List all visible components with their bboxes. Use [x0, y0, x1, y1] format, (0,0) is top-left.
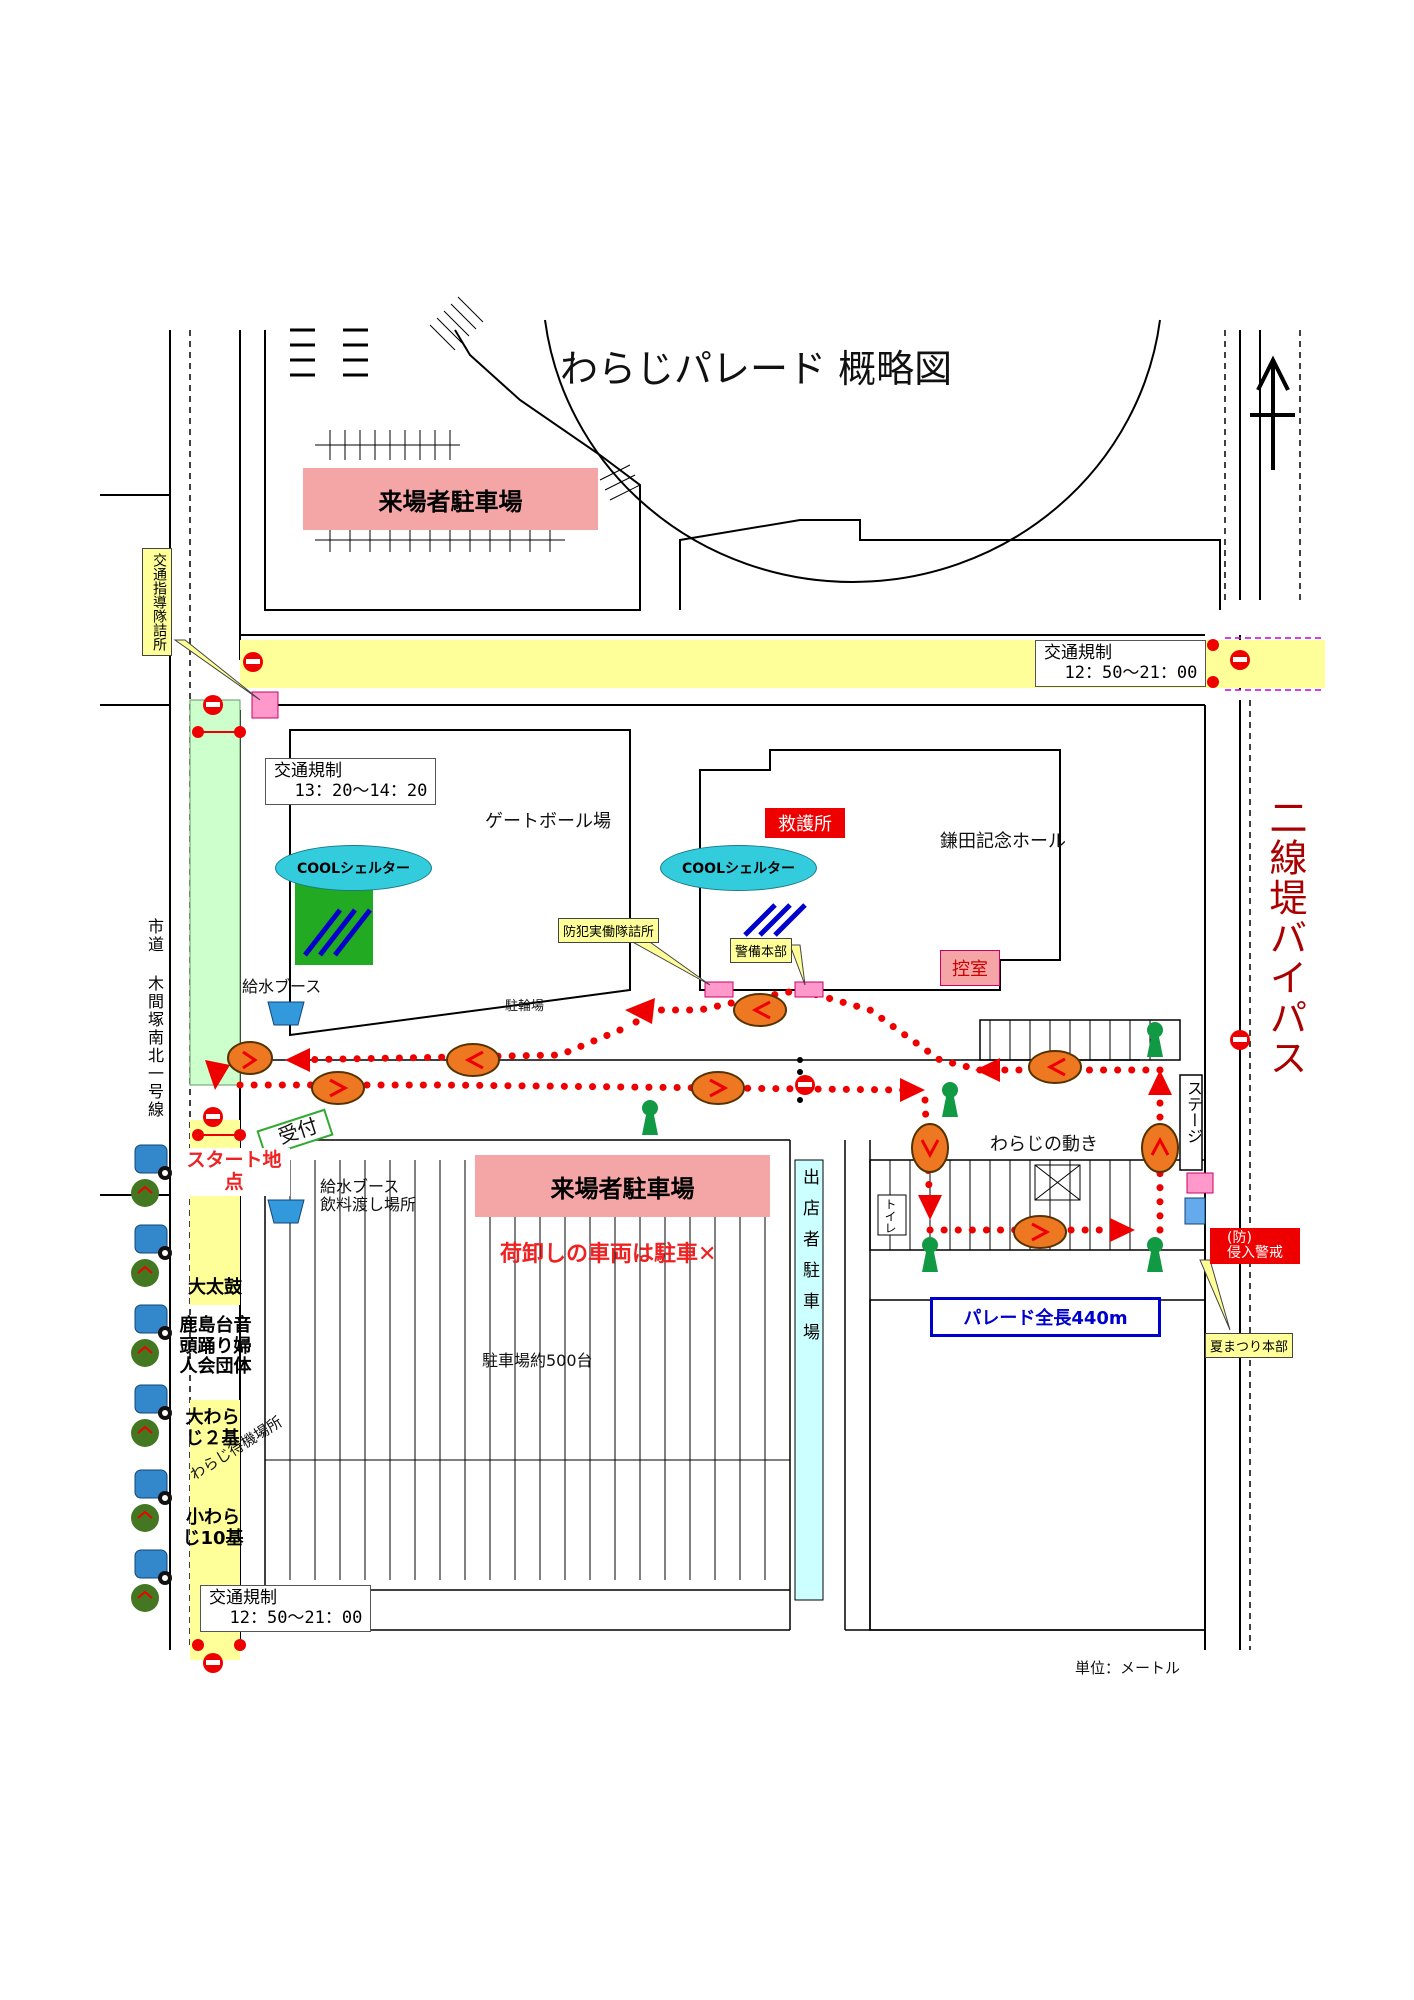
vendor-parking-label: 出店者駐車場: [799, 1168, 819, 1354]
water-booth-label-2: 給水ブース 飲料渡し場所: [320, 1177, 417, 1215]
water-booth-label-1: 給水ブース: [242, 977, 322, 996]
cool-shelter-east: COOLシェルター: [660, 845, 817, 891]
crime-post-callout[interactable]: 防犯実働隊詰所: [558, 918, 660, 943]
callout-pointers: [173, 639, 1231, 1331]
stadium-arc: [544, 319, 1161, 583]
traffic-post-callout[interactable]: 交通指導隊詰所: [142, 548, 172, 656]
central-stall-lines: [265, 1160, 790, 1580]
group-dance-women: 鹿島台音頭踊り婦人会団体: [179, 1315, 252, 1378]
intrusion-guard-label: (防) 侵入警戒: [1210, 1228, 1300, 1264]
crime-post-square: [704, 981, 734, 998]
center-parking-label: 来場者駐車場: [475, 1155, 770, 1217]
stage-box: [1179, 1074, 1203, 1171]
guard-figures: [642, 1022, 1163, 1272]
parade-length-label: パレード全長440m: [930, 1297, 1161, 1337]
no-entry-signs: [203, 650, 1250, 1673]
waiting-room-label: 控室: [940, 950, 1000, 986]
waraji-movement-box: [1034, 1164, 1081, 1201]
gateball-label: ゲートボール場: [485, 811, 611, 832]
vendor-parking-strip: [794, 1159, 824, 1601]
first-aid-label: 救護所: [765, 808, 845, 838]
waraji-chevrons: [242, 1000, 1170, 1242]
traffic-reg-north: 交通規制 12：50〜21：00: [1035, 640, 1207, 687]
city-road-label: 市道 木間塚南北一号線: [145, 918, 164, 1119]
water-booth-bucket-1: [267, 1001, 305, 1026]
route-arrows: [205, 998, 1172, 1242]
security-hq-square: [794, 981, 824, 998]
group-small-waraji: 小わらじ10基: [182, 1507, 244, 1549]
no-unloading-label: 荷卸しの車両は駐車✕: [500, 1242, 717, 1267]
stadium-hatch: [429, 296, 484, 351]
stage-label: ステージ: [1184, 1080, 1203, 1144]
start-point-label: スタート地点: [178, 1148, 290, 1196]
toilet-box: [877, 1194, 907, 1236]
top-parking-stripes: [290, 328, 368, 377]
parking-count-label: 駐車場約500台: [482, 1351, 593, 1370]
gateball-outline: [289, 729, 631, 1037]
reception-box: [256, 1108, 334, 1158]
water-booth-bucket-2: [267, 1199, 305, 1224]
traffic-post-square: [251, 691, 279, 719]
north-parking-label: 来場者駐車場: [303, 468, 598, 530]
truck-column: [131, 1144, 172, 1612]
festival-pink-square: [1186, 1172, 1214, 1194]
waraji-movement-label: わらじの動き: [990, 1134, 1098, 1155]
black-dot-column: [797, 1057, 803, 1103]
traffic-reg-gateball: 交通規制 13：20〜14：20: [265, 758, 437, 805]
map-title: わらじパレード 概略図: [560, 347, 953, 391]
unit-note: 単位：メートル: [1075, 1659, 1181, 1677]
barrier-dots: [192, 639, 1219, 1651]
cool-shelter-west: COOLシェルター: [275, 845, 432, 891]
north-arrow: [1250, 355, 1295, 470]
bike-parking-label: 駐輪場: [505, 999, 545, 1014]
green-path: [189, 699, 241, 1086]
group-big-drum: 大太鼓: [188, 1277, 242, 1298]
group-big-waraji: 大わらじ２基: [185, 1407, 240, 1449]
festival-blue-square: [1184, 1197, 1206, 1225]
hall-label: 鎌田記念ホール: [940, 831, 1066, 852]
waraji-markers: [227, 993, 1179, 1249]
security-hq-callout[interactable]: 警備本部: [730, 938, 793, 963]
bypass-road-label: 二線堤バイパス: [1263, 798, 1307, 1078]
toilet-label: トイレ: [883, 1198, 897, 1234]
traffic-reg-south: 交通規制 12：50〜21：00: [200, 1585, 372, 1632]
north-parking-stalls: [315, 430, 641, 552]
festival-hq-callout[interactable]: 夏まつり本部: [1205, 1333, 1294, 1358]
